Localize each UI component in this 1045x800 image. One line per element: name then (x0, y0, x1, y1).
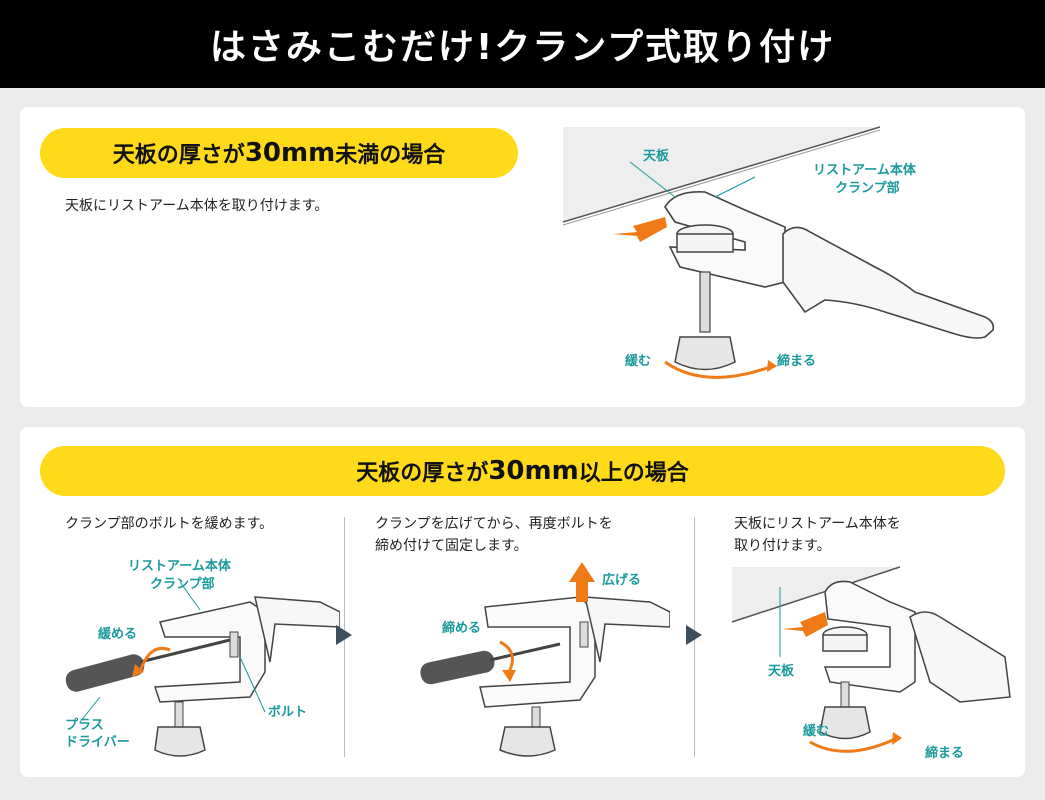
step3-label-tighten: 締まる (925, 745, 964, 761)
step3-desc-line1: 天板にリストアーム本体を (734, 516, 901, 532)
step-arrow-1-icon (336, 625, 352, 645)
step3-rotation-arrow-icon (809, 737, 896, 753)
step2-clamp-body (479, 596, 596, 708)
step1-arm (254, 596, 340, 663)
step2-desc-line2: 締め付けて固定します。 (375, 538, 528, 554)
widen-arrow-icon (569, 562, 595, 602)
step3-rotation-arrowhead-icon (892, 732, 902, 745)
step1-label-driver-1: プラス (65, 718, 104, 733)
step3-arm (909, 611, 1011, 703)
section1-heading-post: 未満の場合 (335, 143, 446, 168)
arm-body (782, 226, 995, 339)
knob-bottom (674, 336, 736, 371)
step1-rotation-arrowhead-icon (132, 664, 144, 677)
step2-bolt (579, 621, 589, 648)
step1-label-body-1: リストアーム本体 (128, 558, 232, 574)
step3-desc-line2: 取り付けます。 (734, 538, 831, 554)
section1-description: 天板にリストアーム本体を取り付けます。 (65, 198, 329, 214)
section2-heading-num: 30mm (488, 456, 579, 486)
step3-knob-top-side (822, 634, 868, 652)
leader-bolt (239, 656, 266, 713)
step2-description: クランプを広げてから、再度ボルトを 締め付けて固定します。 (375, 513, 613, 557)
step1-knob (154, 726, 206, 757)
step1-desc-line1: クランプ部のボルトを緩めます。 (65, 516, 274, 532)
leader-step1-body (179, 581, 201, 611)
step3-label-loosen: 緩む (803, 723, 829, 739)
step2-illustration: 広げる 締める (420, 562, 670, 757)
leader-tabletop (629, 161, 676, 198)
step3-clamp-body (823, 580, 916, 693)
section2-heading-pre: 天板の厚さが (356, 461, 489, 486)
step1-rotation-arrow-icon (138, 646, 171, 673)
clamp-illustration-1: 天板 リストアーム本体 クランプ部 緩む 締まる (562, 126, 995, 379)
step3-knob-bottom (819, 706, 871, 740)
step3-tabletop-edge (731, 566, 901, 623)
page-title: はさみこむだけ!クランプ式取り付け (0, 0, 1045, 88)
step2-screw (531, 706, 541, 730)
page-title-text: はさみこむだけ!クランプ式取り付け (209, 27, 836, 68)
step1-label-driver-2: ドライバー (65, 735, 130, 750)
step1-label-bolt: ボルト (268, 704, 307, 720)
screwdriver-handle (65, 654, 145, 692)
step1-screw (174, 701, 184, 728)
step2-rotation-arrowhead-icon (502, 670, 516, 682)
label-body-1: リストアーム本体 (813, 162, 917, 178)
tabletop-edge (562, 126, 881, 223)
label-tighten: 締まる (777, 353, 816, 369)
label-loosen: 緩む (625, 353, 651, 369)
step3-label-tabletop: 天板 (768, 663, 795, 679)
screw (699, 271, 711, 333)
step1-clamp-body (153, 601, 266, 703)
step1-label-loosen: 緩める (98, 626, 137, 642)
step1-bolt (229, 631, 239, 658)
step1-description: クランプ部のボルトを緩めます。 (65, 513, 273, 535)
section1-heading-pre: 天板の厚さが (112, 143, 245, 168)
step-arrow-2-icon (686, 625, 702, 645)
label-tabletop: 天板 (643, 148, 670, 164)
rotation-arrowhead-icon (767, 360, 777, 372)
leader-body (714, 176, 756, 198)
step3-push-arrow-icon (782, 612, 828, 637)
knob-top-side (676, 233, 734, 253)
section1-heading-num: 30mm (244, 138, 336, 168)
label-body-2: クランプ部 (835, 180, 900, 196)
step2-arm (584, 596, 670, 663)
step3-illustration: 天板 緩む 締まる (731, 566, 1011, 761)
step1-illustration: リストアーム本体 クランプ部 緩める ボルト プラス ドライバー (65, 558, 340, 757)
section2-heading-post: 以上の場合 (578, 461, 689, 486)
step2-screwdriver-shaft (489, 642, 561, 662)
step2-label-tighten: 締める (442, 620, 481, 636)
tabletop-edge-lower (562, 129, 881, 226)
step1-label-body-2: クランプ部 (150, 576, 215, 592)
rotation-arrow-icon (664, 360, 771, 379)
step2-knob (499, 726, 556, 757)
push-arrow-icon (613, 217, 667, 242)
screwdriver-shaft (139, 638, 231, 664)
step2-screwdriver-handle (420, 650, 495, 685)
step3-description: 天板にリストアーム本体を 取り付けます。 (734, 513, 901, 557)
step2-desc-line1: クランプを広げてから、再度ボルトを (375, 516, 613, 532)
leader-driver (79, 696, 101, 723)
step2-label-widen: 広げる (602, 572, 641, 588)
